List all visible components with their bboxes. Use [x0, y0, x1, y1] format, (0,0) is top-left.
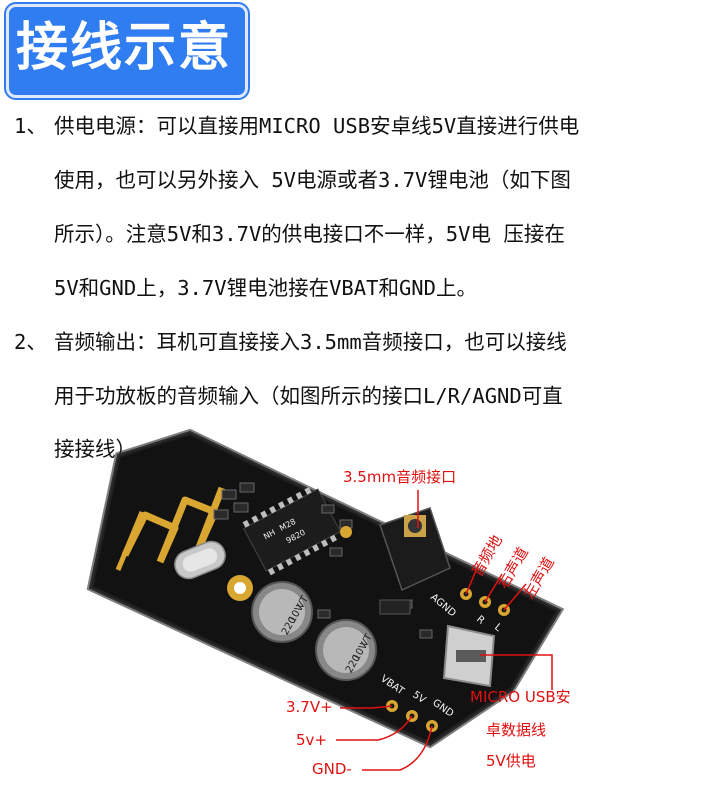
item2-line1: 2、音频输出：耳机可直接接入3.5mm音频接口，也可以接线 [14, 317, 567, 367]
item1-number: 1、 [14, 114, 47, 138]
via-pad [340, 526, 352, 538]
main-chip: M28 NH 9820 [242, 487, 342, 576]
label-usb-3: 5V供电 [486, 752, 536, 770]
leader-3v7 [340, 705, 393, 709]
mount-hole [234, 582, 246, 594]
leader-5v [336, 715, 413, 741]
antenna-feed [115, 511, 145, 571]
label-gnd: GND- [312, 760, 352, 778]
label-3v7: 3.7V+ [286, 698, 333, 716]
silk-l: L [492, 622, 504, 634]
leader-gnd [362, 725, 433, 771]
leader-audio-gnd [465, 565, 479, 595]
title-badge [6, 4, 248, 98]
leader-left [503, 583, 527, 611]
item1-line3: 所示）。注意5V和3.7V的供电接口不一样，5V电 压接在 [54, 222, 565, 246]
label-5v: 5v+ [296, 731, 327, 749]
micro-usb-port [442, 624, 496, 688]
item2-text-1: 音频输出：耳机可直接接入3.5mm音频接口，也可以接线 [54, 330, 567, 354]
pcb-edge [86, 428, 565, 749]
page-title: 接线示意图 [15, 18, 232, 166]
crystal-oscillator [174, 540, 226, 580]
label-usb-2: 卓数据线 [486, 721, 546, 739]
item2-number: 2、 [14, 330, 47, 354]
item2-line2: 用于功放板的音频输入（如图所示的接口L/R/AGND可直 [54, 384, 563, 408]
item1-line2: 使用，也可以另外接入 5V电源或者3.7V锂电池（如下图 [54, 168, 571, 192]
leader-usb [480, 654, 553, 690]
capacitor-2: 220 10V VT [315, 619, 377, 681]
audio-jack [379, 507, 451, 615]
item1-line4: 5V和GND上，3.7V锂电池接在VBAT和GND上。 [54, 276, 477, 300]
label-usb-1: MICRO USB安 [470, 688, 571, 706]
label-audio-jack: 3.5mm音频接口 [343, 468, 456, 486]
item1-line1: 1、供电电源：可以直接用MICRO USB安卓线5V直接进行供电 [14, 101, 579, 151]
leader-right [484, 573, 503, 603]
capacitor-1: 220 10V VT [251, 581, 313, 643]
item1-text-1: 供电电源：可以直接用MICRO USB安卓线5V直接进行供电 [54, 114, 580, 138]
